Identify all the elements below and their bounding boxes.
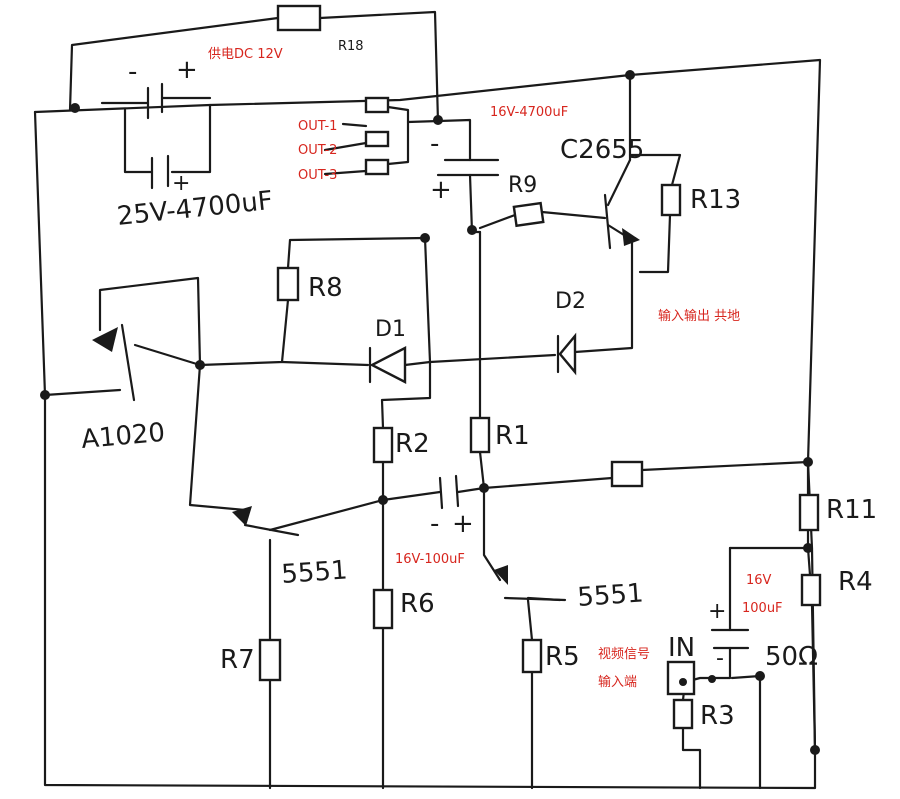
wires: [33, 10, 822, 790]
label-cap-left2-plus: +: [172, 171, 190, 196]
transistor-c2655: [603, 158, 640, 250]
label-5551-left: 5551: [280, 555, 348, 590]
label-cap-right-c: 100uF: [742, 601, 783, 616]
resistor-r5: [521, 638, 543, 674]
components: [92, 4, 822, 730]
label-a1020: A1020: [80, 418, 166, 455]
capacitor-right-100uf: [710, 628, 750, 650]
label-d1: D1: [375, 317, 406, 342]
resistor-r7: [258, 638, 282, 682]
transistor-a1020: [92, 323, 136, 402]
label-cap-left-minus: -: [128, 57, 137, 87]
label-r8: R8: [308, 273, 343, 303]
label-cap-top-rating: 16V-4700uF: [490, 105, 568, 120]
out3-pin: [364, 158, 390, 176]
label-cap-top-minus: -: [430, 129, 439, 159]
label-r4: R4: [838, 567, 873, 597]
label-out3: OUT-3: [298, 168, 337, 183]
resistor-r1: [469, 416, 491, 454]
label-cap-right-plus: +: [708, 599, 726, 624]
label-5551-right: 5551: [576, 578, 644, 613]
label-common-ground: 输入输出 共地: [658, 308, 740, 324]
transistor-5551-right: [494, 565, 567, 602]
diode-d1: [368, 346, 407, 384]
junctions: [40, 70, 820, 755]
label-out2: OUT-2: [298, 143, 337, 158]
label-r9: R9: [508, 173, 537, 198]
out2-pin: [364, 130, 390, 148]
resistor-unlabeled: [610, 460, 644, 488]
label-cap-top-plus: +: [430, 175, 452, 205]
label-in: IN: [668, 633, 695, 663]
transistor-5551-left: [232, 506, 300, 537]
label-cap-mid-plus: +: [452, 509, 474, 539]
capacitor-left-lower: [150, 154, 170, 190]
label-d2: D2: [555, 289, 586, 314]
label-r7: R7: [220, 645, 255, 675]
capacitor-left-upper: [100, 82, 212, 120]
resistor-r18: [276, 4, 322, 32]
out1-pin: [364, 96, 390, 114]
label-r18: R18: [338, 39, 364, 54]
label-c2655: C2655: [560, 135, 644, 165]
capacitor-mid-100uf: [438, 474, 460, 510]
label-r1: R1: [495, 421, 530, 451]
resistor-r2: [372, 426, 394, 464]
label-supply: 供电DC 12V: [208, 47, 283, 62]
label-cap-right-v: 16V: [746, 573, 772, 588]
label-cap-mid-minus: -: [430, 509, 439, 539]
label-cap-mid-rating: 16V-100uF: [395, 552, 465, 567]
label-cap-left-rating: 25V-4700uF: [116, 186, 275, 232]
label-r2: R2: [395, 429, 430, 459]
label-ohm: 50Ω: [765, 642, 818, 672]
label-r6: R6: [400, 589, 435, 619]
resistor-r6: [372, 588, 394, 630]
diode-d2: [556, 332, 577, 376]
label-video-in-2: 输入端: [598, 674, 637, 690]
label-r13: R13: [690, 185, 741, 215]
labels: R18 供电DC 12V 16V-4700uF 25V-4700uF OUT-1…: [80, 39, 877, 731]
label-video-in-1: 视频信号: [598, 647, 650, 662]
resistor-r9: [512, 201, 545, 228]
label-r11: R11: [826, 495, 877, 525]
label-cap-right-minus: -: [716, 646, 724, 671]
resistor-r4: [800, 573, 822, 607]
resistor-r13: [660, 183, 682, 217]
label-out1: OUT-1: [298, 119, 337, 134]
resistor-r3: [672, 698, 694, 730]
resistor-r8: [276, 266, 300, 302]
label-r5: R5: [545, 642, 580, 672]
resistor-r11: [798, 493, 820, 532]
capacitor-top-4700uf: [436, 158, 500, 177]
label-cap-left-plus: +: [176, 55, 198, 85]
video-input-connector: [666, 660, 696, 696]
label-r3: R3: [700, 701, 735, 731]
